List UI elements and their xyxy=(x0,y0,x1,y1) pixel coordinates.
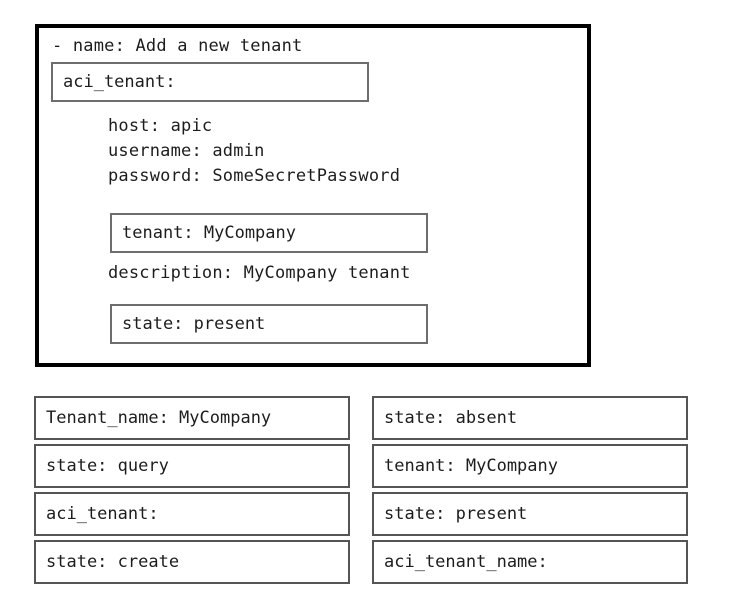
option-label: state: query xyxy=(46,456,169,476)
option-label: tenant: MyCompany xyxy=(384,456,558,476)
code-line-description: description: MyCompany tenant xyxy=(108,263,411,283)
option-box-left-1[interactable]: Tenant_name: MyCompany xyxy=(34,396,350,440)
option-box-right-1[interactable]: state: absent xyxy=(372,396,688,440)
code-line-host: host: apic xyxy=(108,116,213,136)
option-box-right-4[interactable]: aci_tenant_name: xyxy=(372,540,688,584)
drop-target-state-text: state: present xyxy=(122,314,266,334)
option-label: state: create xyxy=(46,552,180,572)
drop-target-tenant-text: tenant: MyCompany xyxy=(122,223,296,243)
drop-target-tenant[interactable]: tenant: MyCompany xyxy=(110,213,428,253)
option-box-left-3[interactable]: aci_tenant: xyxy=(34,492,350,536)
option-box-right-2[interactable]: tenant: MyCompany xyxy=(372,444,688,488)
playbook-panel: - name: Add a new tenant aci_tenant: hos… xyxy=(35,24,591,367)
code-line-name: - name: Add a new tenant xyxy=(52,36,303,56)
drop-target-state[interactable]: state: present xyxy=(110,304,428,344)
option-box-right-3[interactable]: state: present xyxy=(372,492,688,536)
option-label: aci_tenant_name: xyxy=(384,552,548,572)
option-box-left-4[interactable]: state: create xyxy=(34,540,350,584)
option-label: Tenant_name: MyCompany xyxy=(46,408,272,428)
option-label: aci_tenant: xyxy=(46,504,159,524)
code-line-username: username: admin xyxy=(108,141,265,161)
option-label: state: absent xyxy=(384,408,518,428)
option-label: state: present xyxy=(384,504,528,524)
code-line-password: password: SomeSecretPassword xyxy=(108,166,401,186)
option-box-left-2[interactable]: state: query xyxy=(34,444,350,488)
drop-target-module[interactable]: aci_tenant: xyxy=(51,62,369,102)
drop-target-module-text: aci_tenant: xyxy=(63,72,176,92)
